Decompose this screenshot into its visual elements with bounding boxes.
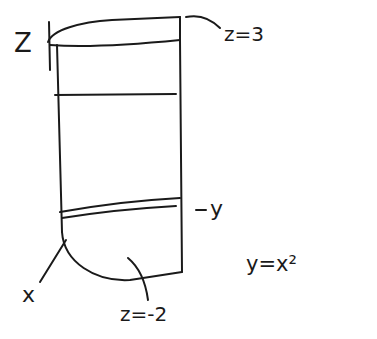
axis-label: y xyxy=(210,198,223,220)
top-curve xyxy=(48,17,180,42)
right-edge xyxy=(180,40,182,272)
plane-label: z=3 xyxy=(224,24,264,44)
base-curve xyxy=(62,232,182,280)
axis-label: x xyxy=(22,284,35,306)
axis-dash xyxy=(196,209,206,211)
z-axis xyxy=(49,22,50,70)
leader-line xyxy=(186,16,220,28)
base-back-curve xyxy=(62,206,176,218)
left-edge xyxy=(57,45,62,232)
middle-line xyxy=(55,94,176,95)
plane-label: z=-2 xyxy=(120,304,167,324)
surface-label: y=x² xyxy=(246,254,297,275)
leader-line xyxy=(40,240,66,282)
axis-label: Z xyxy=(14,30,32,56)
top-edge xyxy=(50,40,180,46)
top-side xyxy=(179,17,181,40)
leader-line xyxy=(128,258,148,300)
